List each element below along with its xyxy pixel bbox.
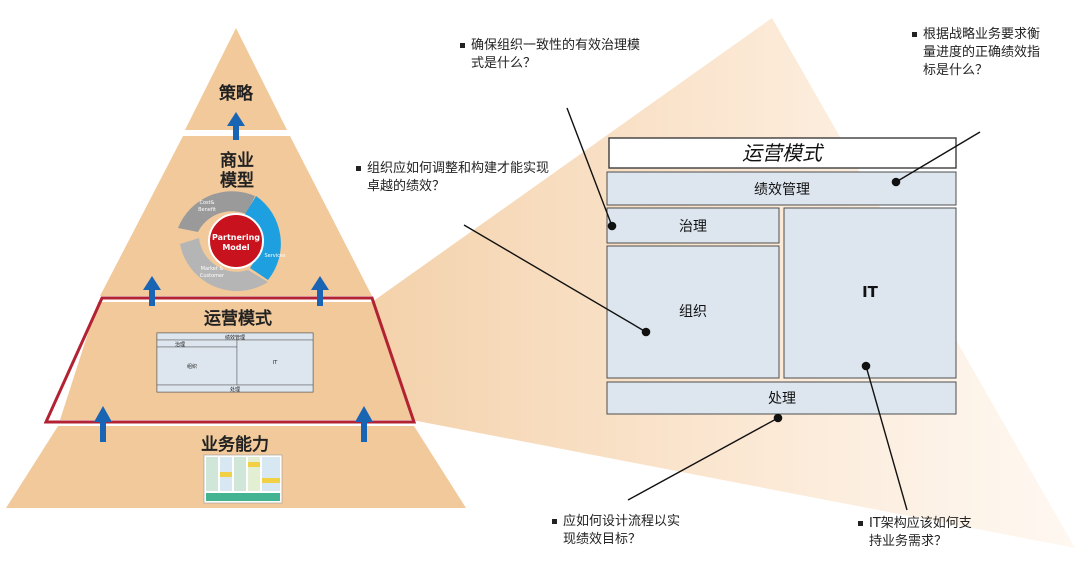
question-governance: 确保组织一致性的有效治理模 式是什么？: [460, 37, 640, 73]
mini-proc-label: 处理: [230, 386, 240, 393]
pyramid-label-business-model-2: 模型: [220, 170, 254, 191]
pyramid-label-operating-model: 运营模式: [204, 308, 272, 329]
cycle-center: [208, 213, 264, 269]
partnering-model-cycle: Partnering Model Cost& Benefit Services …: [178, 191, 286, 292]
question-process: 应如何设计流程以实 现绩效目标？: [552, 513, 680, 549]
cycle-center-label-2: Model: [222, 243, 250, 252]
pyramid-label-strategy: 策略: [219, 83, 254, 104]
question-it: IT架构应该如何支 持业务需求？: [858, 515, 972, 551]
cycle-segment-cost-benefit: [178, 191, 255, 232]
cycle-segment-market: [180, 238, 268, 292]
bullet-icon: [552, 519, 557, 524]
mini-it-label: IT: [273, 360, 278, 366]
cycle-center-label-1: Partnering: [212, 233, 260, 242]
cycle-label-market-2: Customer: [200, 273, 225, 279]
model-governance-box: [606, 207, 780, 244]
bullet-icon: [460, 43, 465, 48]
bullet-icon: [858, 521, 863, 526]
arrow-left-upper-icon: [143, 276, 161, 306]
cycle-label-cost-1: Cost&: [199, 200, 214, 206]
arrow-to-strategy-icon: [227, 112, 245, 140]
model-performance-box: [606, 171, 957, 206]
mini-org-label: 组织: [187, 363, 197, 370]
cycle-label-services: Services: [264, 253, 285, 259]
mini-gov-label: 治理: [175, 341, 185, 348]
bullet-icon: [912, 32, 917, 37]
question-organization: 组织应如何调整和构建才能实现 卓越的绩效？: [356, 160, 549, 196]
model-it-box: [783, 207, 957, 379]
callout-lines: [463, 107, 981, 511]
pyramid-layer-strategy: [185, 28, 287, 130]
arrow-left-lower-icon: [94, 406, 112, 442]
cycle-label-market-1: Market &: [201, 266, 224, 272]
mini-operating-model: 绩效管理 治理 组织 IT 处理: [156, 332, 314, 393]
operating-model-detail: 运营模式 绩效管理 治理 组织 IT 处理: [606, 137, 957, 415]
model-governance-label: 治理: [679, 219, 707, 235]
question-performance: 根据战略业务要求衡 量进度的正确绩效指 标是什么？: [912, 26, 1040, 80]
pyramid-label-business-model-1: 商业: [220, 150, 254, 171]
arrow-right-lower-icon: [355, 406, 373, 442]
operating-model-highlight-frame: [43, 296, 417, 424]
model-organization-box: [606, 245, 780, 379]
cycle-label-cost-2: Benefit: [198, 207, 216, 213]
mini-perf-label: 绩效管理: [225, 334, 245, 341]
arrow-right-upper-icon: [311, 276, 329, 306]
capability-map-thumbnail: [203, 454, 283, 504]
up-arrows: [94, 112, 373, 442]
model-performance-label: 绩效管理: [754, 182, 810, 198]
bullet-icon: [356, 166, 361, 171]
model-title: 运营模式: [742, 141, 825, 165]
model-it-label: IT: [862, 283, 879, 301]
pyramid-label-business-capability: 业务能力: [201, 434, 269, 455]
model-title-box: [608, 137, 957, 169]
model-process-box: [606, 381, 957, 415]
model-organization-label: 组织: [679, 304, 707, 320]
model-process-label: 处理: [768, 391, 796, 407]
